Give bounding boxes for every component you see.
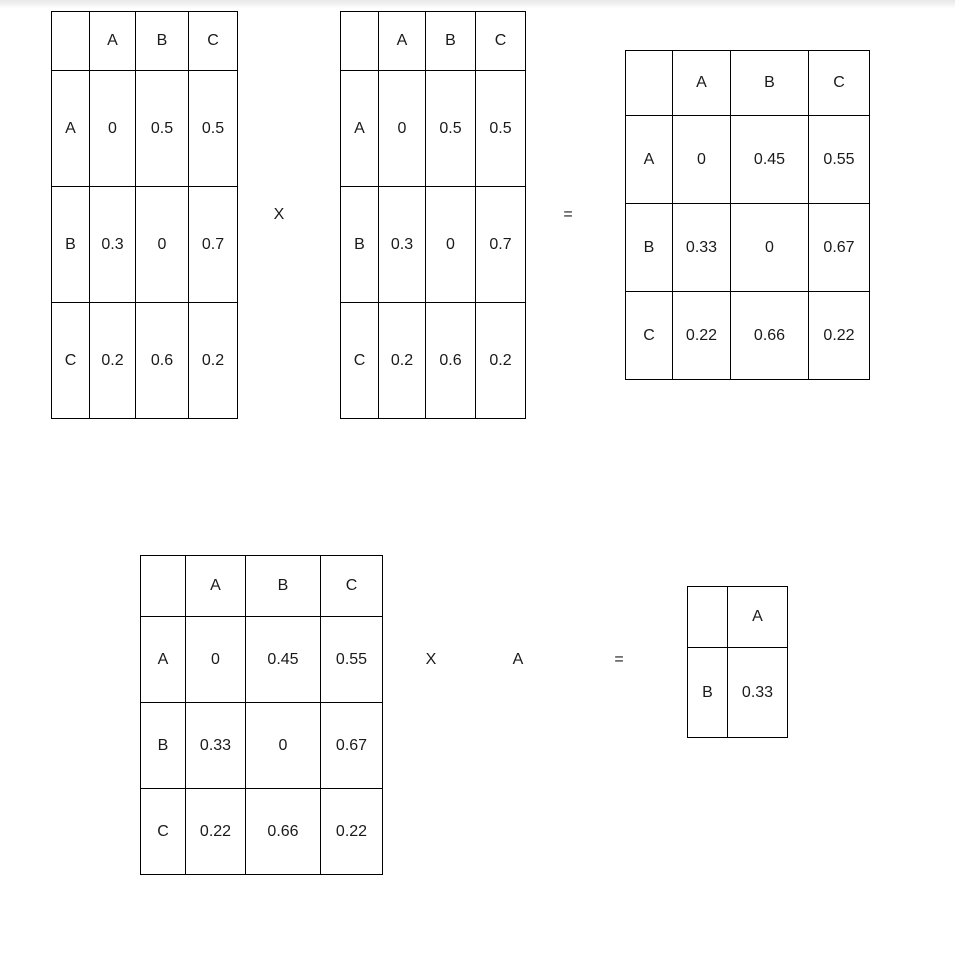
matrix-5-result: A B 0.33 [687,586,788,738]
matrix-2-col-header-a: A [378,11,426,71]
matrix-3-cell-a-a: 0 [672,115,731,204]
matrix-4-row-a: A 0 0.45 0.55 [140,616,383,703]
matrix-5-cell-b-a: 0.33 [727,647,788,738]
operator-multiply-top: X [273,206,285,223]
matrix-2-col-header-c: C [475,11,526,71]
matrix-2-cell-a-b: 0.5 [425,70,476,187]
matrix-5-corner-cell [687,586,728,648]
matrix-4-row-header-b: B [140,702,186,789]
matrix-1-cell-c-c: 0.2 [188,302,238,419]
matrix-4-cell-a-c: 0.55 [320,616,383,703]
operator-multiply-bottom: X [425,651,437,668]
matrix-4-row-header-a: A [140,616,186,703]
page-top-shadow [0,0,955,9]
matrix-2-row-c: C 0.2 0.6 0.2 [340,302,526,419]
matrix-4-col-header-c: C [320,555,383,617]
matrix-2-header-row: A B C [340,11,526,71]
matrix-3-cell-a-b: 0.45 [730,115,809,204]
matrix-4: A B C A 0 0.45 0.55 B 0.33 0 0.67 C 0.22… [140,555,383,875]
matrix-1-col-header-a: A [89,11,136,71]
matrix-2-cell-a-c: 0.5 [475,70,526,187]
matrix-1-cell-b-c: 0.7 [188,186,238,303]
matrix-2-cell-c-b: 0.6 [425,302,476,419]
matrix-1-header-row: A B C [51,11,238,71]
matrix-1-corner-cell [51,11,90,71]
matrix-3-result: A B C A 0 0.45 0.55 B 0.33 0 0.67 C 0.22… [625,50,870,380]
matrix-4-cell-a-b: 0.45 [245,616,321,703]
matrix-3-corner-cell [625,50,673,116]
matrix-2-cell-c-a: 0.2 [378,302,426,419]
matrix-1-row-header-b: B [51,186,90,303]
matrix-1-cell-a-a: 0 [89,70,136,187]
matrix-3-row-c: C 0.22 0.66 0.22 [625,291,870,380]
matrix-2-cell-b-b: 0 [425,186,476,303]
matrix-5-header-row: A [687,586,788,648]
matrix-3-cell-b-b: 0 [730,203,809,292]
matrix-1-cell-b-b: 0 [135,186,189,303]
matrix-3-col-header-c: C [808,50,870,116]
matrix-3-row-a: A 0 0.45 0.55 [625,115,870,204]
matrix-2-cell-b-a: 0.3 [378,186,426,303]
matrix-1: A B C A 0 0.5 0.5 B 0.3 0 0.7 C 0.2 0.6 … [51,11,238,419]
matrix-3-cell-b-c: 0.67 [808,203,870,292]
matrix-4-col-header-b: B [245,555,321,617]
matrix-3-header-row: A B C [625,50,870,116]
matrix-5-row-header-b: B [687,647,728,738]
matrix-4-cell-b-b: 0 [245,702,321,789]
matrix-1-col-header-c: C [188,11,238,71]
matrix-4-cell-b-c: 0.67 [320,702,383,789]
matrix-1-cell-a-b: 0.5 [135,70,189,187]
matrix-5-row-b: B 0.33 [687,647,788,738]
matrix-4-col-header-a: A [185,555,246,617]
matrix-2-cell-c-c: 0.2 [475,302,526,419]
matrix-1-row-b: B 0.3 0 0.7 [51,186,238,303]
matrix-2-cell-a-a: 0 [378,70,426,187]
matrix-5-col-header-a: A [727,586,788,648]
matrix-4-cell-c-c: 0.22 [320,788,383,875]
matrix-3-cell-c-b: 0.66 [730,291,809,380]
matrix-3-col-header-b: B [730,50,809,116]
matrix-1-cell-c-a: 0.2 [89,302,136,419]
matrix-1-col-header-b: B [135,11,189,71]
matrix-4-row-b: B 0.33 0 0.67 [140,702,383,789]
matrix-1-cell-c-b: 0.6 [135,302,189,419]
matrix-3-row-header-c: C [625,291,673,380]
matrix-2-row-a: A 0 0.5 0.5 [340,70,526,187]
matrix-3-cell-b-a: 0.33 [672,203,731,292]
matrix-4-header-row: A B C [140,555,383,617]
matrix-2-row-header-b: B [340,186,379,303]
matrix-1-row-header-a: A [51,70,90,187]
matrix-2: A B C A 0 0.5 0.5 B 0.3 0 0.7 C 0.2 0.6 … [340,11,526,419]
operator-operand-a-bottom: A [512,651,524,668]
matrix-4-cell-a-a: 0 [185,616,246,703]
matrix-2-row-header-a: A [340,70,379,187]
matrix-3-cell-c-c: 0.22 [808,291,870,380]
matrix-3-row-header-b: B [625,203,673,292]
matrix-3-cell-a-c: 0.55 [808,115,870,204]
matrix-4-cell-b-a: 0.33 [185,702,246,789]
matrix-1-cell-a-c: 0.5 [188,70,238,187]
matrix-2-row-header-c: C [340,302,379,419]
matrix-4-row-header-c: C [140,788,186,875]
matrix-4-cell-c-b: 0.66 [245,788,321,875]
operator-equals-bottom: = [614,651,624,668]
matrix-4-row-c: C 0.22 0.66 0.22 [140,788,383,875]
operator-equals-top: = [563,206,573,223]
matrix-4-cell-c-a: 0.22 [185,788,246,875]
matrix-1-cell-b-a: 0.3 [89,186,136,303]
matrix-2-row-b: B 0.3 0 0.7 [340,186,526,303]
matrix-3-row-b: B 0.33 0 0.67 [625,203,870,292]
matrix-3-row-header-a: A [625,115,673,204]
matrix-1-row-header-c: C [51,302,90,419]
matrix-1-row-c: C 0.2 0.6 0.2 [51,302,238,419]
matrix-2-cell-b-c: 0.7 [475,186,526,303]
matrix-3-col-header-a: A [672,50,731,116]
matrix-2-corner-cell [340,11,379,71]
matrix-1-row-a: A 0 0.5 0.5 [51,70,238,187]
matrix-3-cell-c-a: 0.22 [672,291,731,380]
matrix-4-corner-cell [140,555,186,617]
matrix-2-col-header-b: B [425,11,476,71]
